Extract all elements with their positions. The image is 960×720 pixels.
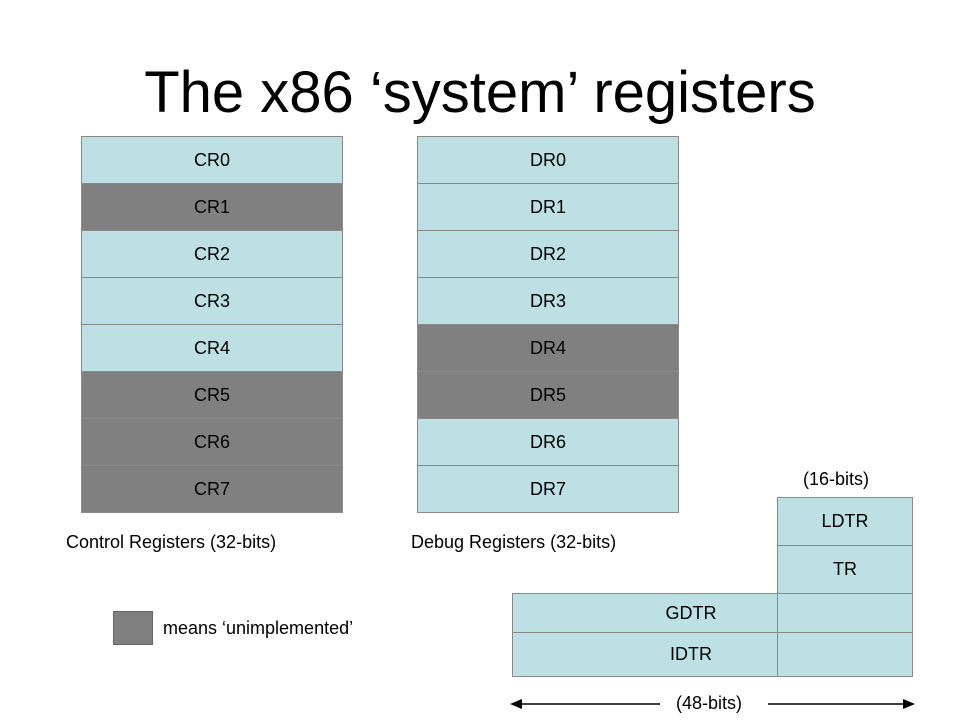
register-cr5: CR5 bbox=[81, 371, 343, 418]
bits16-label: (16-bits) bbox=[803, 469, 870, 489]
bits48-arrow-head-left bbox=[510, 699, 522, 709]
register-dr6: DR6 bbox=[417, 418, 679, 465]
register-gdtr-selector bbox=[777, 593, 913, 633]
register-cr7: CR7 bbox=[81, 465, 343, 513]
register-ldtr: LDTR bbox=[777, 497, 913, 546]
register-idtr-selector bbox=[777, 632, 913, 677]
register-dr1: DR1 bbox=[417, 183, 679, 230]
register-cr4: CR4 bbox=[81, 324, 343, 371]
control-registers-caption: Control Registers (32-bits) bbox=[66, 532, 277, 552]
legend-text: means ‘unimplemented’ bbox=[163, 618, 354, 638]
bits48-arrow-head-right bbox=[903, 699, 915, 709]
legend-unimplemented-swatch bbox=[113, 611, 153, 645]
register-dr0: DR0 bbox=[417, 136, 679, 183]
register-cr1: CR1 bbox=[81, 183, 343, 230]
page-title: The x86 ‘system’ registers bbox=[144, 60, 816, 125]
register-cr2: CR2 bbox=[81, 230, 343, 277]
debug-register-stack: DR0 DR1 DR2 DR3 DR4 DR5 DR6 DR7 bbox=[417, 136, 679, 513]
register-idtr-label: IDTR bbox=[670, 644, 712, 664]
register-idtr: IDTR bbox=[512, 632, 778, 677]
register-gdtr-label: GDTR bbox=[665, 602, 717, 623]
register-cr6: CR6 bbox=[81, 418, 343, 465]
register-cr3: CR3 bbox=[81, 277, 343, 324]
register-dr2: DR2 bbox=[417, 230, 679, 277]
debug-registers-caption: Debug Registers (32-bits) bbox=[411, 532, 617, 552]
bits48-arrow bbox=[510, 699, 915, 709]
register-dr3: DR3 bbox=[417, 277, 679, 324]
register-tr: TR bbox=[777, 545, 913, 594]
control-register-stack: CR0 CR1 CR2 CR3 CR4 CR5 CR6 CR7 bbox=[81, 136, 343, 513]
register-dr7: DR7 bbox=[417, 465, 679, 513]
bits48-label: (48-bits) bbox=[676, 693, 743, 713]
register-dr5: DR5 bbox=[417, 371, 679, 418]
register-dr4: DR4 bbox=[417, 324, 679, 371]
register-cr0: CR0 bbox=[81, 136, 343, 183]
register-gdtr: GDTR bbox=[512, 593, 778, 633]
